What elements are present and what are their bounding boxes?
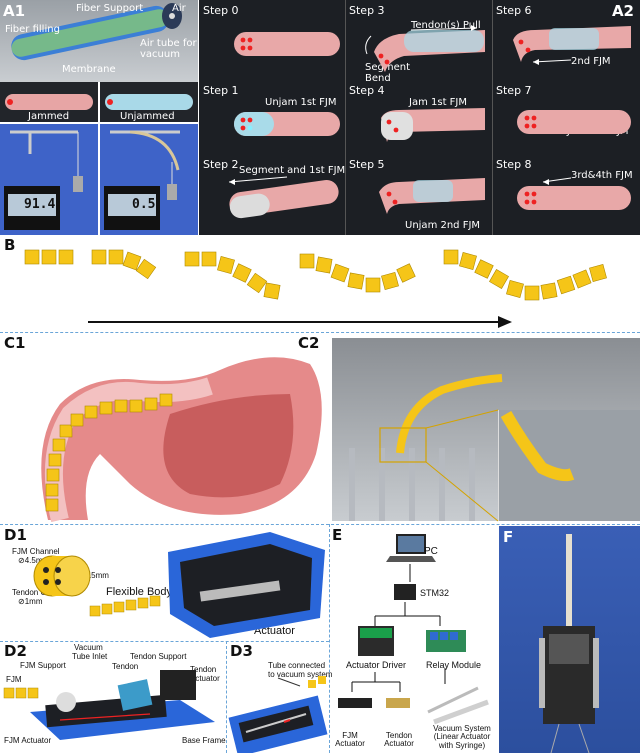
a2-step-2-title: Step 2 <box>203 158 239 171</box>
d2-mechanism-render <box>3 670 215 740</box>
a2-step-0-title: Step 0 <box>203 4 239 17</box>
d2-callout-base-frame: Base Frame <box>182 736 226 745</box>
d1-actuator-render <box>33 532 325 638</box>
a1-state-unjammed: Unjammed <box>120 111 175 122</box>
e-node-relay-module: Relay Module <box>426 660 482 670</box>
d2-label: D2 <box>4 642 27 660</box>
divider-d2-d3 <box>226 641 227 753</box>
a1-scale-reading-jammed: 91.4 <box>24 197 56 212</box>
e-leaf-vacuum-system: Vacuum System (Linear Actuator with Syri… <box>433 724 491 750</box>
d3-label: D3 <box>230 642 253 660</box>
divider-d1-d2 <box>0 641 329 642</box>
a1-callout-fiber-filling: Fiber filling <box>5 24 60 35</box>
a2-divider-1 <box>345 0 346 235</box>
d2-callout-fjm: FJM <box>6 675 22 684</box>
d2-callout-tendon: Tendon <box>112 662 139 671</box>
a2-step-2-caption: Segment and 1st FJM <box>239 165 346 176</box>
a2-step-3-extra: Segment Bend <box>365 62 410 84</box>
d1-callout-body-diameter: ⊘15mm <box>80 571 109 580</box>
d3-tube-render <box>228 676 328 753</box>
e-node-actuator-driver: Actuator Driver <box>346 660 407 670</box>
d2-callout-tendon-actuator-2: Actuator <box>190 674 220 683</box>
d2-callout-vacuum: Vacuum <box>74 643 103 652</box>
d1-callout-tendon-diameter: ⊘1mm <box>18 597 43 606</box>
d1-callout-flexible-body: Flexible Body <box>106 586 173 598</box>
a2-step-3-caption: Tendon(s) Pull <box>411 20 481 31</box>
e-leaf-fjm-actuator: FJM Actuator <box>335 731 365 749</box>
c2-label: C2 <box>298 334 320 352</box>
f-prototype-photo <box>539 534 599 753</box>
panel-a2: A2 Step 0 Step 1 Step 2 Unjam 1st FJM Se… <box>199 0 640 235</box>
a1-label: A1 <box>3 2 26 20</box>
a2-step-5-caption: Unjam 2nd FJM <box>405 220 481 231</box>
c2-robot-in-radiator <box>349 374 575 522</box>
d3-callout-to-vacuum: to vacuum system <box>268 670 333 679</box>
e-label: E <box>332 526 343 544</box>
a2-step-8-caption: 3rd&4th FJM <box>571 170 633 181</box>
d2-callout-tube-inlet: Tube Inlet <box>72 652 108 661</box>
a1-segments <box>5 94 193 110</box>
d3-callout-tube-connected: Tube connected <box>268 661 326 670</box>
a2-divider-2 <box>492 0 493 235</box>
a1-callout-fiber-support: Fiber Support <box>76 3 144 14</box>
a2-step-6-title: Step 6 <box>496 4 532 17</box>
a1-callout-air-tube: Air tube for vacuum <box>140 38 197 60</box>
a2-step-4-title: Step 4 <box>349 84 385 97</box>
a2-step-1-caption: Unjam 1st FJM <box>265 97 337 108</box>
d1-callout-fjm-diameter: ⊘4.5mm <box>18 556 50 565</box>
a2-step-8-title: Step 8 <box>496 158 532 171</box>
a1-callout-membrane: Membrane <box>62 64 116 75</box>
divider-c-d <box>0 524 640 525</box>
e-node-pc: PC <box>424 546 438 557</box>
a1-fiber-tube <box>11 3 182 61</box>
a2-step-3-title: Step 3 <box>349 4 385 17</box>
a2-step-6-caption: 2nd FJM <box>571 56 611 67</box>
d2-callout-fjm-support: FJM Support <box>20 661 66 670</box>
a2-segment-drawings <box>228 25 631 219</box>
a2-step-5-title: Step 5 <box>349 158 385 171</box>
c1-stomach-illustration <box>41 357 322 523</box>
e-leaf-tendon-actuator: Tendon Actuator <box>384 731 414 749</box>
a1-scale-reading-unjammed: 0.5 <box>132 197 156 212</box>
panel-a1: A1 Fiber Support Air Fiber filling Air t… <box>0 0 198 235</box>
b-label: B <box>4 236 16 254</box>
a2-step-4-caption: Jam 1st FJM <box>409 97 467 108</box>
c1-label: C1 <box>4 334 26 352</box>
d1-callout-fjm-channel: FJM Channel <box>12 547 60 556</box>
a1-callout-air: Air <box>172 3 186 14</box>
a2-label: A2 <box>611 2 634 20</box>
e-system-diagram <box>338 534 489 725</box>
d2-callout-tendon-actuator-1: Tendon <box>190 665 217 674</box>
e-node-stm32: STM32 <box>420 588 450 598</box>
divider-d-e <box>329 524 330 753</box>
a1-load-test-drawing <box>4 130 180 230</box>
d1-label: D1 <box>4 526 27 544</box>
a1-state-jammed: Jammed <box>28 111 70 122</box>
f-label: F <box>503 528 514 546</box>
b-bending-sequence <box>24 249 607 328</box>
d2-callout-fjm-actuator: FJM Actuator <box>4 736 52 745</box>
a2-step-1-title: Step 1 <box>203 84 239 97</box>
a2-step-7-title: Step 7 <box>496 84 532 97</box>
d2-callout-tendon-support: Tendon Support <box>130 652 187 661</box>
divider-b-c <box>0 332 640 333</box>
